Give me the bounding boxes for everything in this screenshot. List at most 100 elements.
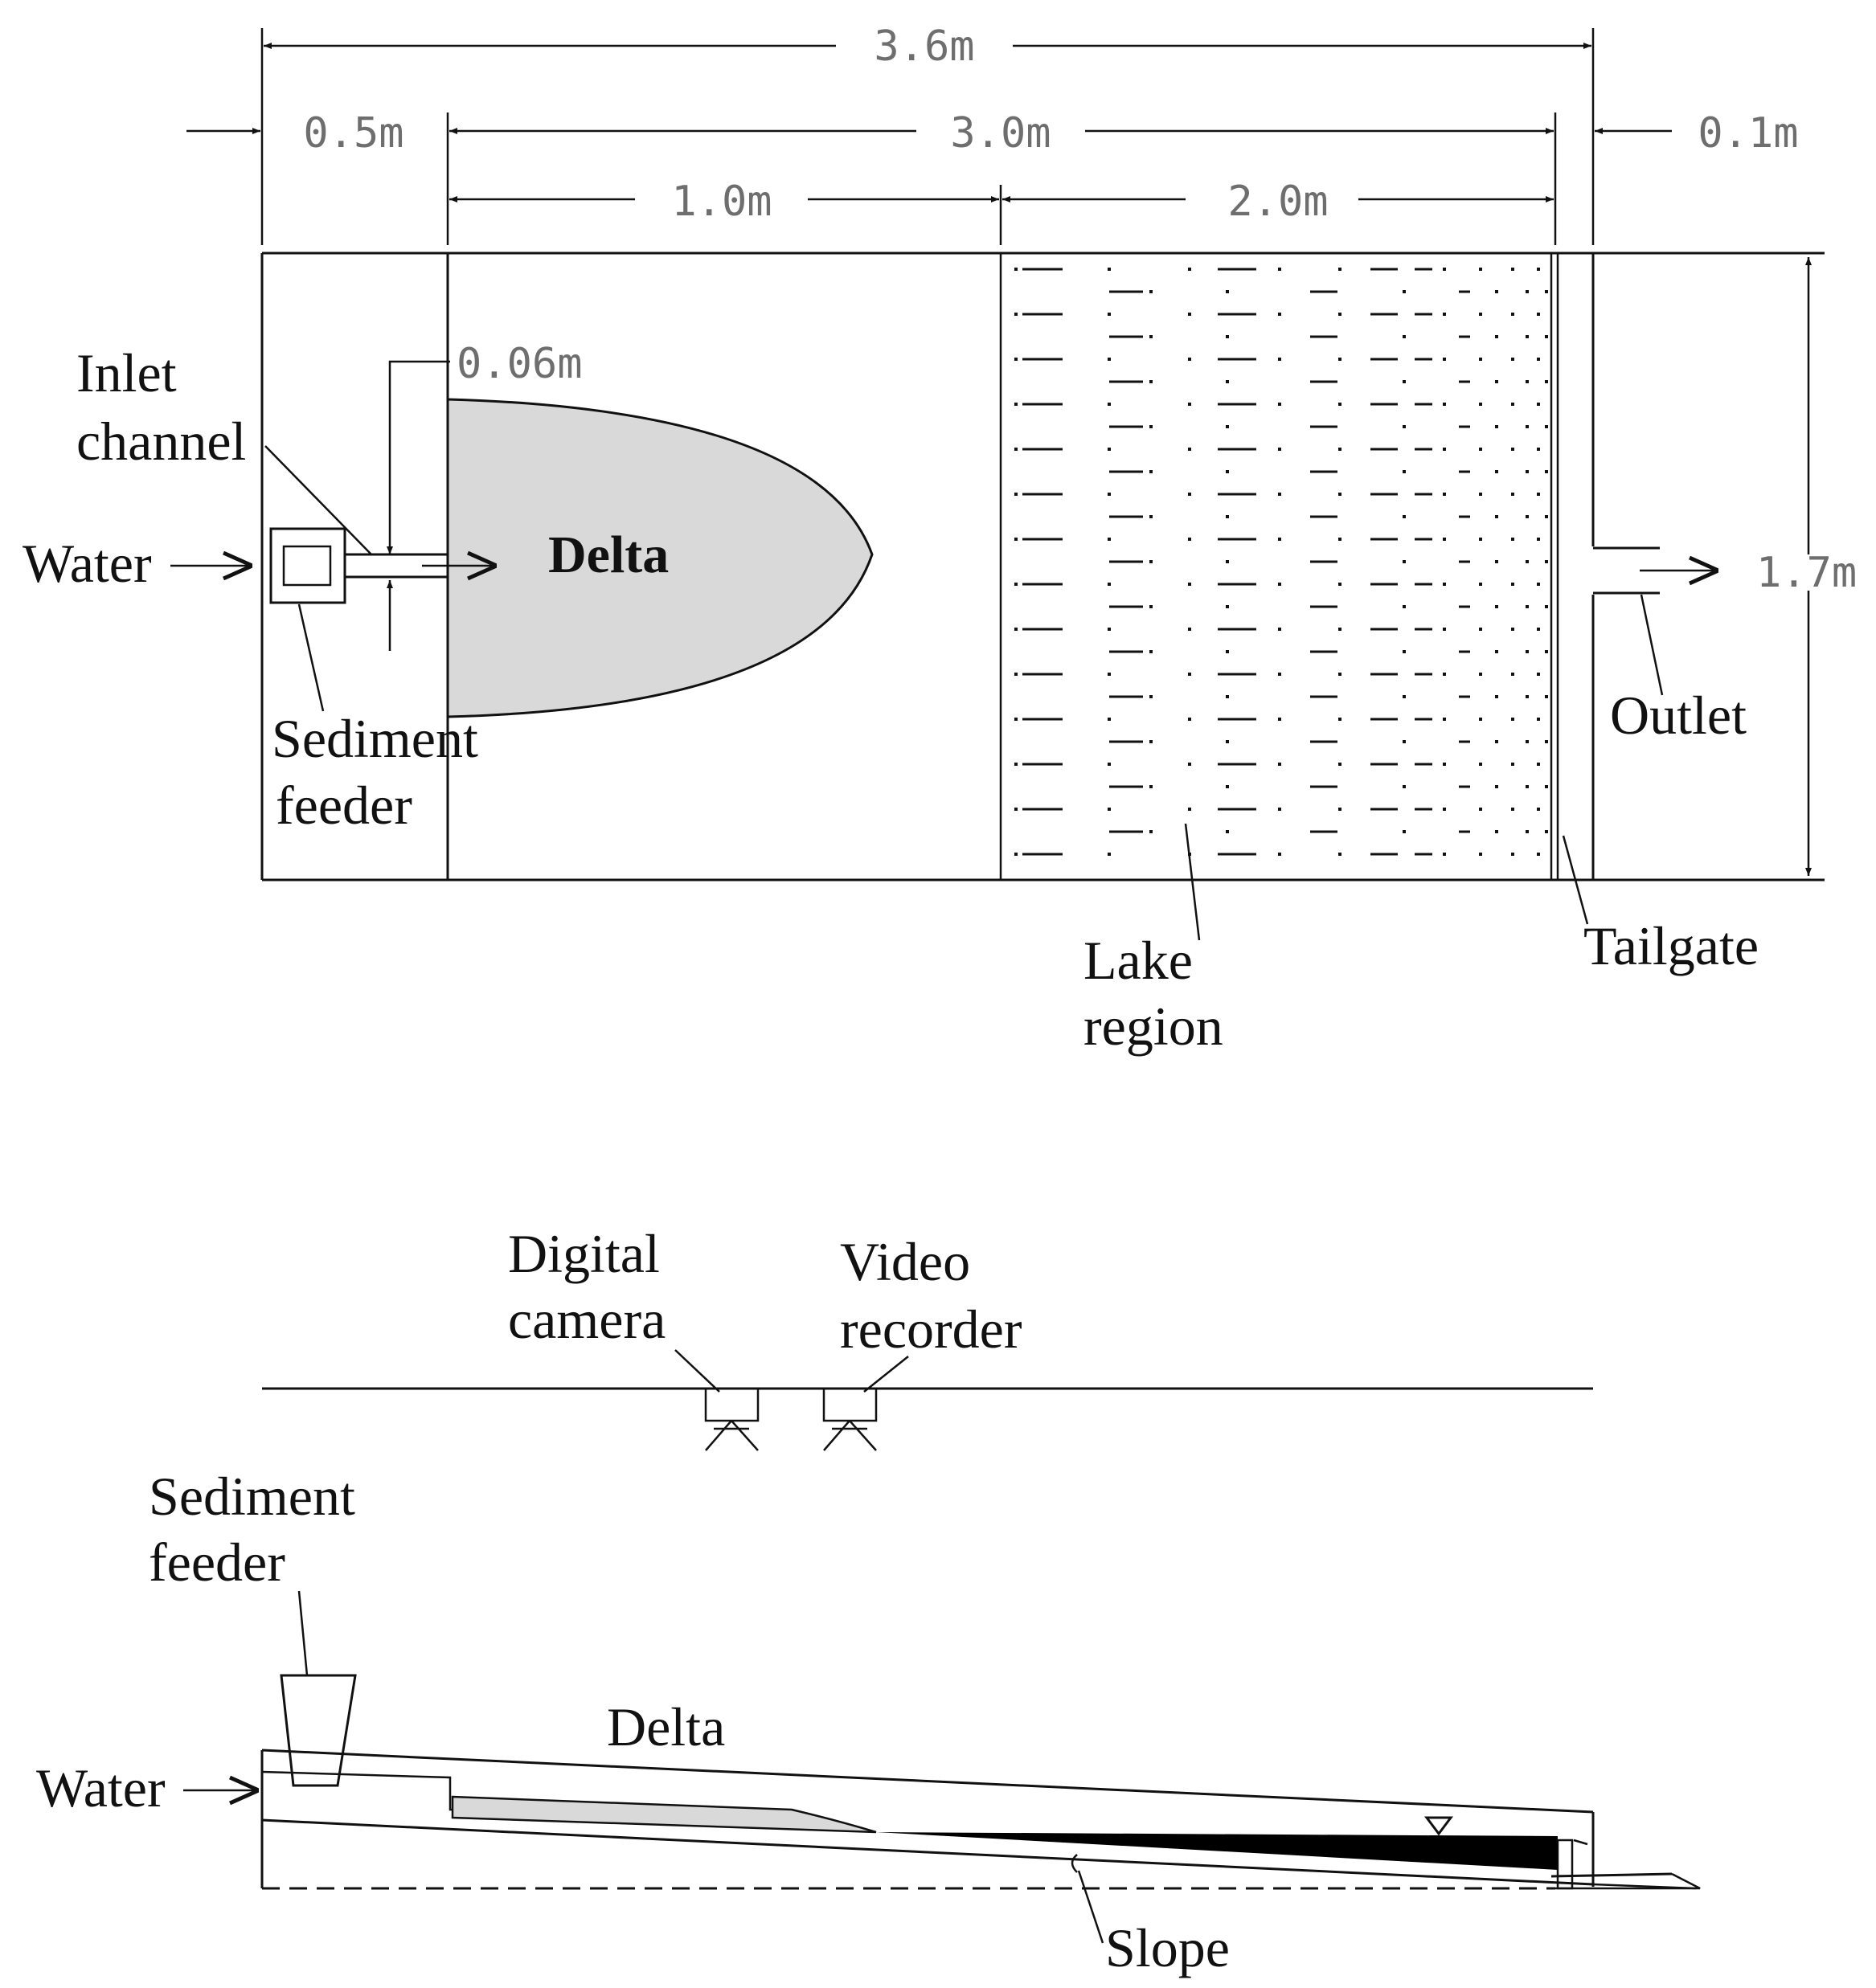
lake-pattern-dot: [1108, 403, 1111, 406]
lake-pattern-dot: [1479, 628, 1482, 631]
digital-camera-label-line-1: Digital: [508, 1223, 660, 1284]
lake-pattern-dot: [1443, 853, 1446, 856]
dimension-width: 1.7m: [1756, 257, 1857, 876]
lake-pattern-dot: [1545, 695, 1548, 698]
dimension-label-width: 1.7m: [1756, 549, 1857, 597]
lake-pattern-dot: [1526, 740, 1529, 743]
dimension-label-inlet-width: 0.06m: [457, 340, 583, 388]
lake-pattern-dot: [1403, 785, 1406, 788]
lake-pattern-dot: [1108, 268, 1111, 271]
lake-region-label-line-2: region: [1083, 996, 1223, 1057]
lake-pattern-dot: [1014, 628, 1018, 631]
lake-pattern-dot: [1108, 808, 1111, 811]
lake-pattern-dot: [1495, 380, 1498, 383]
lake-pattern-dot: [1188, 628, 1191, 631]
lake-pattern-dot: [1526, 785, 1529, 788]
lake-pattern-dot: [1108, 673, 1111, 676]
lake-pattern-dot: [1537, 538, 1540, 541]
lake-pattern-dot: [1479, 448, 1482, 451]
sediment-feeder-label-line-2: feeder: [276, 775, 412, 836]
lake-pattern-dot: [1149, 830, 1153, 833]
lake-pattern-dot: [1443, 268, 1446, 271]
lake-pattern-dot: [1338, 493, 1341, 496]
lake-pattern-dot: [1495, 470, 1498, 473]
lake-pattern-dot: [1014, 358, 1018, 361]
delta-label: Delta: [548, 526, 669, 584]
lake-pattern-dot: [1188, 403, 1191, 406]
lake-pattern-dot: [1108, 538, 1111, 541]
lake-pattern-dot: [1479, 268, 1482, 271]
lake-pattern-dot: [1526, 695, 1529, 698]
lake-pattern-dot: [1479, 808, 1482, 811]
outlet-label: Outlet: [1610, 685, 1747, 746]
lake-pattern-dot: [1545, 470, 1548, 473]
dimension-outlet-length: 0.1m: [1595, 109, 1799, 157]
sediment-feeder-profile-label-line-2: feeder: [149, 1532, 285, 1593]
lake-pattern-dot: [1226, 380, 1229, 383]
lake-pattern-dot: [1495, 785, 1498, 788]
lake-pattern-dot: [1338, 673, 1341, 676]
lake-pattern-dot: [1545, 560, 1548, 563]
water-label-profile: Water: [36, 1757, 166, 1818]
lake-pattern-dot: [1188, 673, 1191, 676]
lake-pattern-dot: [1511, 358, 1514, 361]
lake-pattern-dot: [1537, 268, 1540, 271]
lake-pattern-dot: [1108, 853, 1111, 856]
lake-pattern-dot: [1511, 718, 1514, 721]
dimension-inlet-length: 0.5m: [186, 109, 404, 157]
lake-pattern-dot: [1526, 560, 1529, 563]
sediment-feeder-profile-label-line-1: Sediment: [149, 1466, 355, 1527]
lake-pattern-dot: [1443, 763, 1446, 766]
lake-pattern-dot: [1495, 425, 1498, 428]
lake-pattern-dot: [1014, 268, 1018, 271]
plan-view: 3.6m 0.5m 3.0m 0.1m 1.0m 2.0m: [23, 22, 1857, 1057]
lake-pattern-dot: [1338, 583, 1341, 586]
lake-pattern-dot: [1443, 628, 1446, 631]
lake-pattern-dot: [1278, 628, 1281, 631]
dimension-label-main-length: 3.0m: [950, 109, 1051, 157]
sediment-feeder-label-line-1: Sediment: [272, 708, 478, 769]
lake-pattern-dot: [1149, 470, 1153, 473]
dimension-label-total-length: 3.6m: [874, 22, 974, 71]
delta-label-profile: Delta: [607, 1696, 725, 1757]
lake-pattern-dot: [1338, 448, 1341, 451]
lake-pattern-dot: [1479, 358, 1482, 361]
lake-pattern-dot: [1526, 425, 1529, 428]
lake-pattern-dot: [1403, 380, 1406, 383]
lake-pattern-dot: [1278, 268, 1281, 271]
lake-pattern-dot: [1511, 583, 1514, 586]
lake-pattern-dot: [1495, 335, 1498, 338]
lake-pattern-dot: [1511, 853, 1514, 856]
lake-pattern-dot: [1338, 358, 1341, 361]
lake-pattern-dot: [1338, 718, 1341, 721]
lake-pattern-dot: [1108, 493, 1111, 496]
lake-pattern-dot: [1014, 763, 1018, 766]
lake-pattern-dot: [1014, 538, 1018, 541]
lake-pattern-dot: [1545, 605, 1548, 608]
lake-pattern-dot: [1108, 718, 1111, 721]
lake-pattern-dot: [1188, 538, 1191, 541]
lake-pattern-dot: [1443, 448, 1446, 451]
lake-pattern-dot: [1226, 785, 1229, 788]
lake-region-annotation: Lake region: [1083, 823, 1223, 1057]
lake-pattern-dot: [1479, 853, 1482, 856]
lake-pattern-dot: [1511, 808, 1514, 811]
lake-pattern-dot: [1188, 358, 1191, 361]
dimension-label-delta-length: 1.0m: [671, 178, 772, 226]
lake-pattern-dot: [1014, 493, 1018, 496]
lake-pattern-dot: [1278, 808, 1281, 811]
lake-pattern-dot: [1403, 470, 1406, 473]
lake-pattern-dot: [1226, 515, 1229, 518]
lake-pattern-dot: [1014, 448, 1018, 451]
lake-pattern-dot: [1278, 673, 1281, 676]
lake-pattern-dot: [1403, 740, 1406, 743]
lake-pattern-dot: [1545, 380, 1548, 383]
lake-pattern-dot: [1479, 673, 1482, 676]
lake-pattern-dot: [1188, 448, 1191, 451]
lake-pattern-dot: [1537, 853, 1540, 856]
lake-pattern-dot: [1108, 628, 1111, 631]
dimension-label-inlet-length: 0.5m: [303, 109, 403, 157]
dimension-inlet-width: 0.06m: [387, 340, 583, 651]
lake-pattern-dot: [1511, 448, 1514, 451]
lake-pattern-dot: [1537, 358, 1540, 361]
